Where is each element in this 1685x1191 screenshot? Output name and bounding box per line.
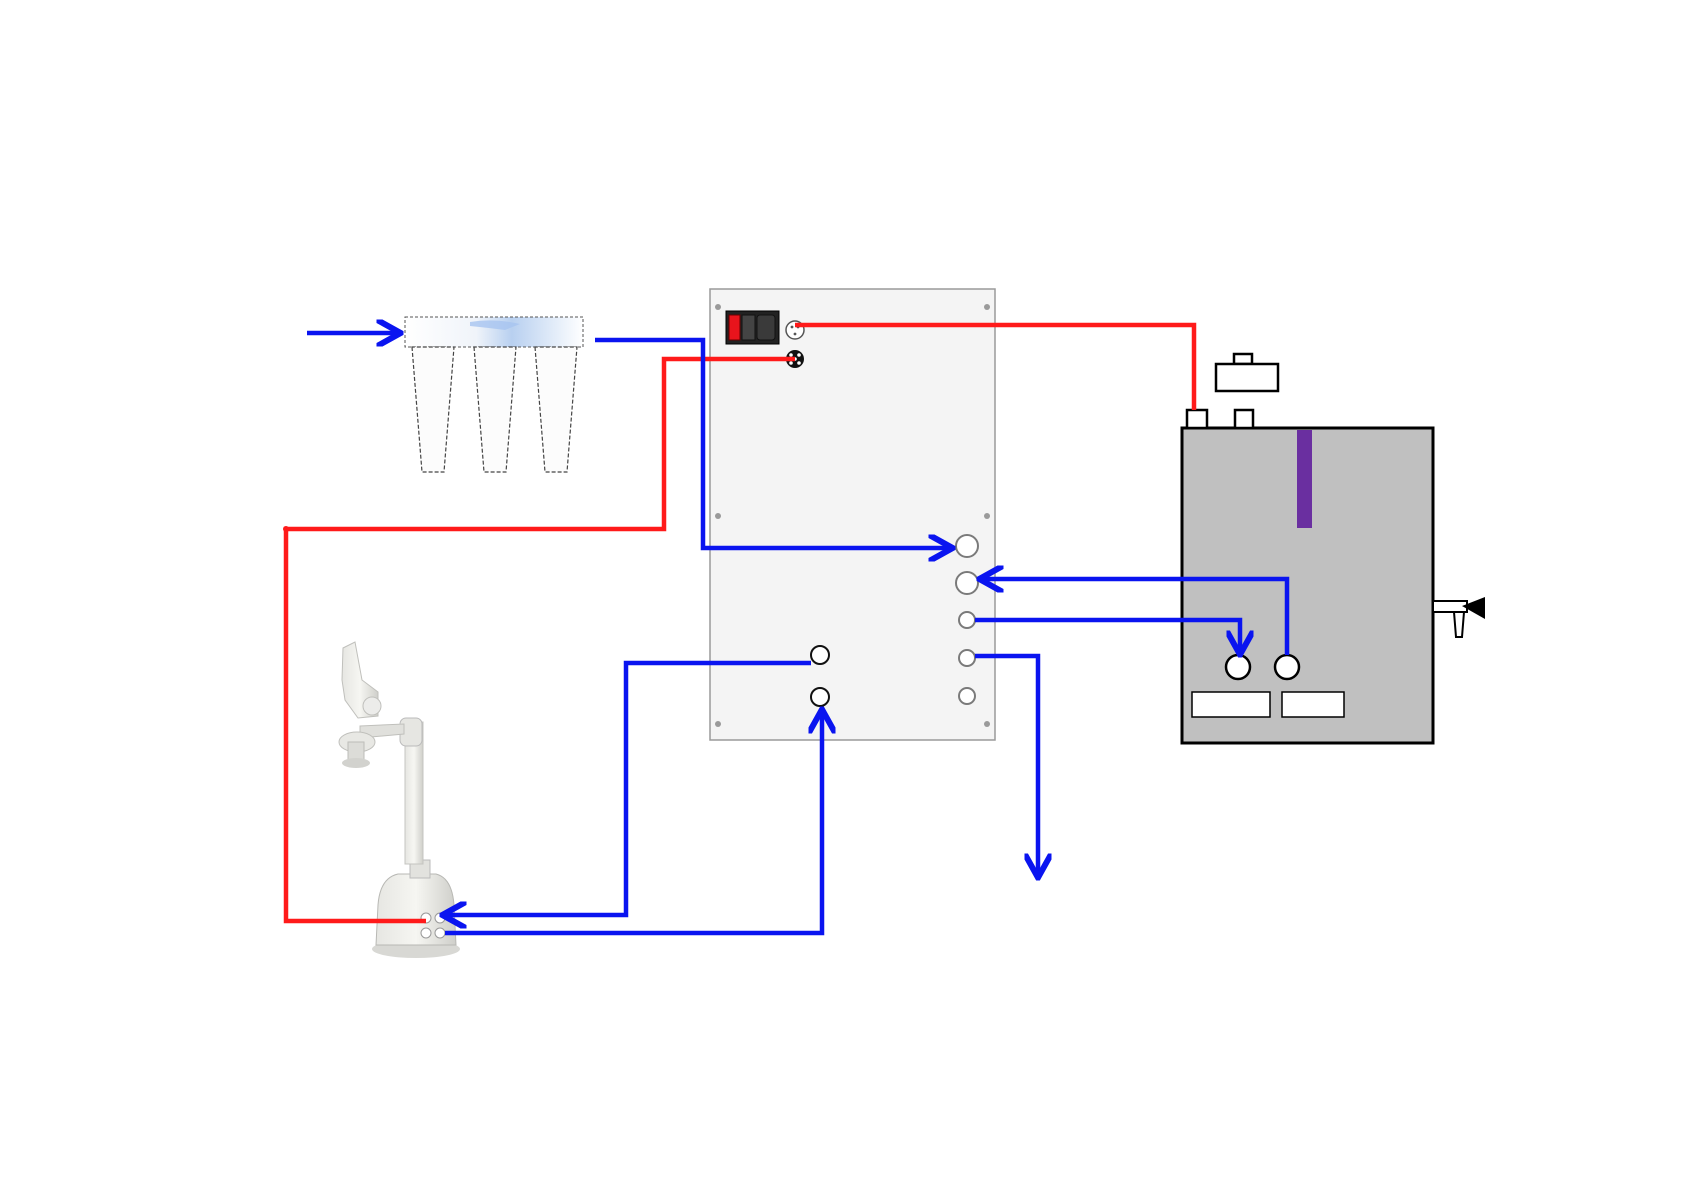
tank-port-left[interactable]: [1226, 655, 1250, 679]
port-inlet[interactable]: [956, 535, 978, 557]
tank-port-right[interactable]: [1275, 655, 1299, 679]
tap-icon[interactable]: [1433, 597, 1485, 637]
tank-vent-nozzle: [1235, 410, 1253, 428]
tank-label-plate-right: [1282, 692, 1344, 717]
port-unit-out[interactable]: [811, 646, 829, 664]
tank-inlet-nozzle: [1187, 410, 1207, 428]
port-tank-feed[interactable]: [959, 612, 975, 628]
tank-cap-icon: [1216, 354, 1278, 391]
port-return[interactable]: [956, 572, 978, 594]
tank-label-plate-left: [1192, 692, 1270, 717]
port-spare[interactable]: [959, 688, 975, 704]
dental-chair-unit-icon: [339, 642, 460, 958]
port-unit-in[interactable]: [811, 688, 829, 706]
rocker-switch-icon[interactable]: [726, 311, 779, 344]
control-panel: [710, 289, 995, 740]
port-drain[interactable]: [959, 650, 975, 666]
unit-to-panel-line: [445, 712, 822, 933]
water-tank-icon: [1182, 354, 1485, 743]
three-stage-water-filter-icon: [405, 317, 583, 472]
level-sensor-rod-icon: [1297, 430, 1312, 528]
